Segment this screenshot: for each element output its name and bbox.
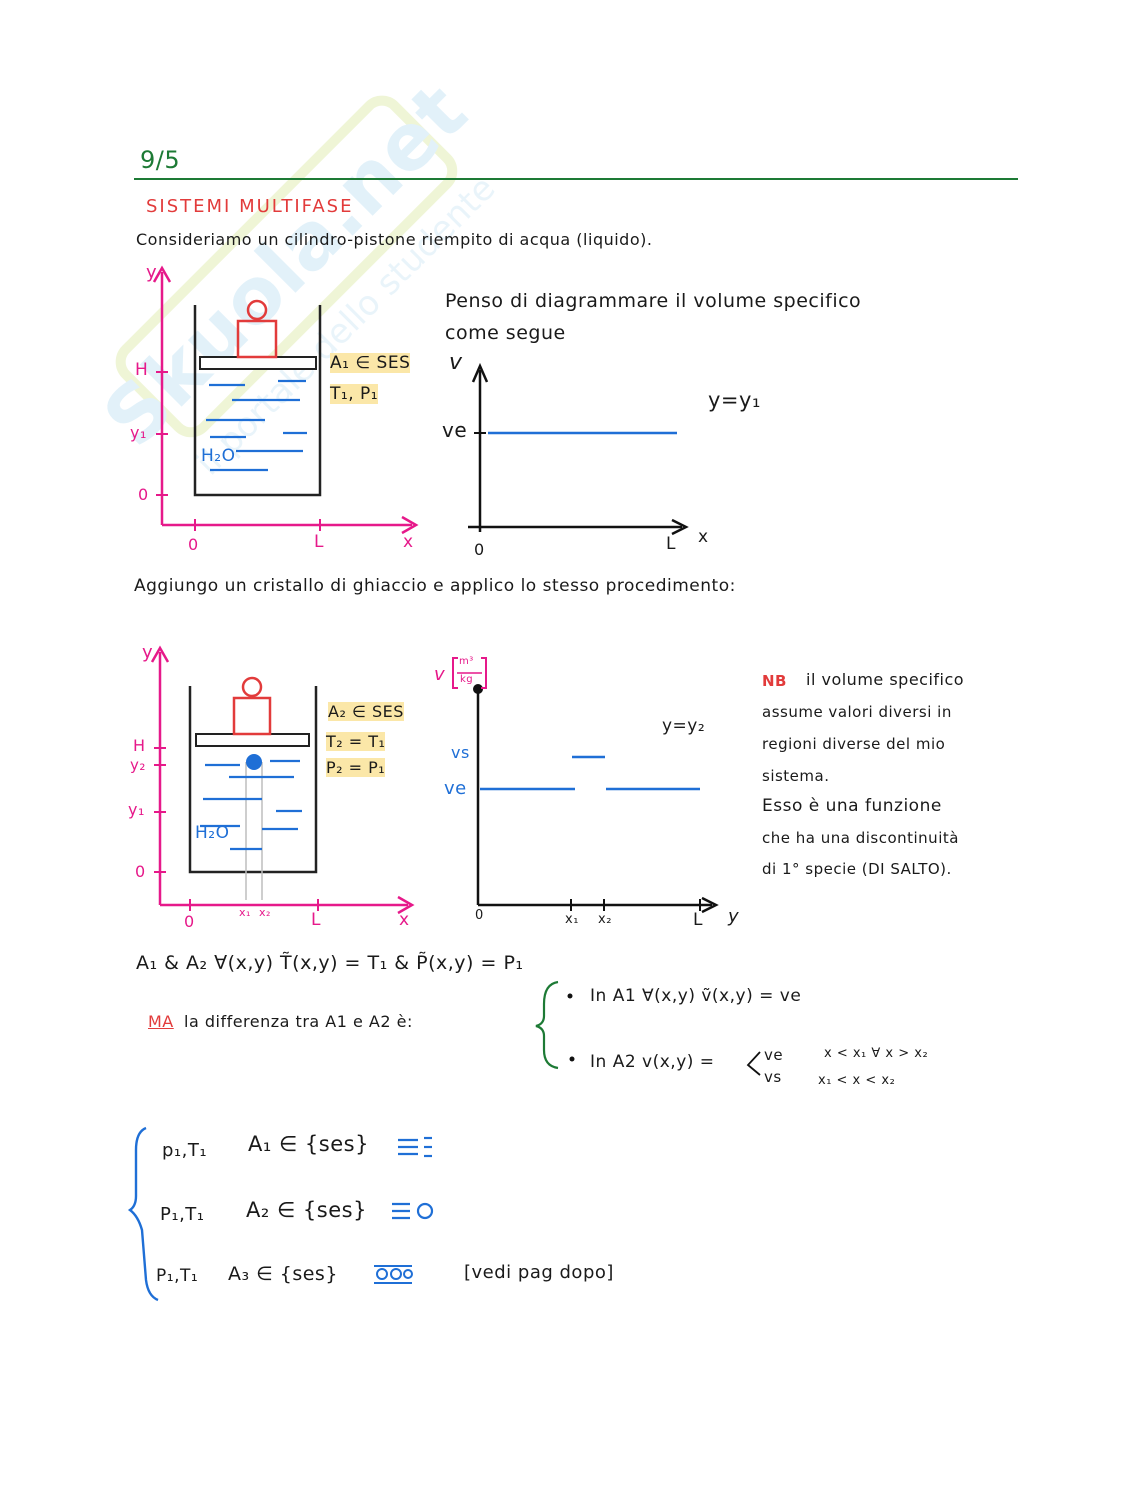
system-1-pt: p₁,T₁: [162, 1140, 207, 1161]
system-2-set: A₂ ∈ {ses}: [246, 1198, 367, 1222]
system-1-set: A₁ ∈ {ses}: [248, 1132, 369, 1156]
system-3-set: A₃ ∈ {ses}: [228, 1263, 338, 1285]
system-2-pt: P₁,T₁: [160, 1204, 205, 1225]
liquid-phase-icon: [398, 1138, 432, 1156]
liquid-solid-icon: [392, 1204, 432, 1218]
multi-crystal-icon: [374, 1266, 412, 1283]
see-next-page-note: [vedi pag dopo]: [464, 1262, 614, 1283]
system-3-pt: P₁,T₁: [156, 1266, 198, 1286]
